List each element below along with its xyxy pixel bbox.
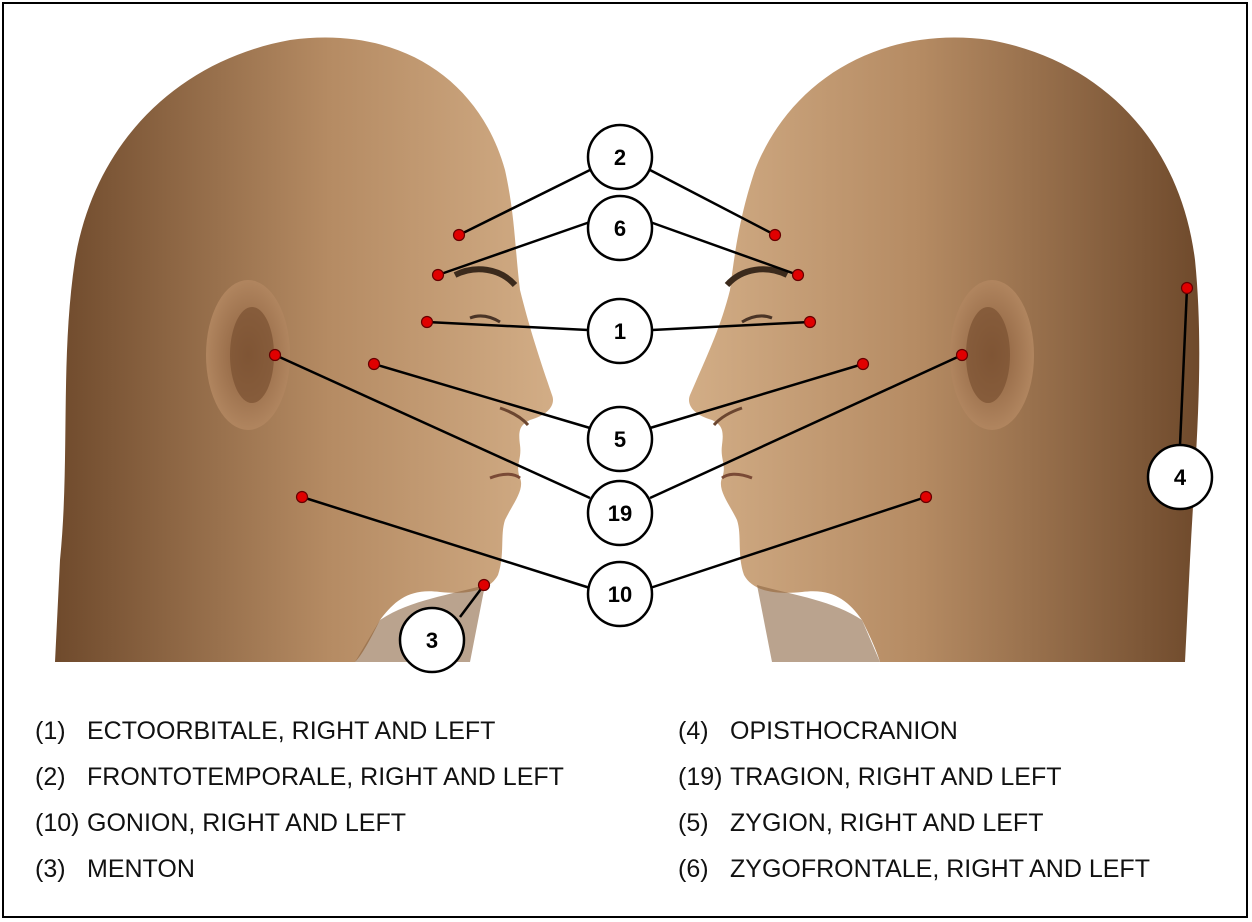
landmark-opisthocranion: [1182, 283, 1193, 294]
legend-text: MENTON: [87, 855, 195, 883]
landmark-frontotemporale-left: [770, 230, 781, 241]
legend-number: (2): [35, 763, 87, 792]
landmark-zygofrontale-left: [793, 270, 804, 281]
legend-number: (5): [678, 809, 730, 838]
legend-text: ZYGOFRONTALE, RIGHT AND LEFT: [730, 855, 1150, 883]
legend-item-opisthocranion: (4)OPISTHOCRANION: [678, 717, 958, 746]
landmark-frontotemporale-right: [454, 230, 465, 241]
legend-item-zygofrontale: (6)ZYGOFRONTALE, RIGHT AND LEFT: [678, 855, 1150, 884]
legend-text: ZYGION, RIGHT AND LEFT: [730, 809, 1043, 837]
landmark-zygion-right: [369, 359, 380, 370]
legend-item-frontotemporale: (2)FRONTOTEMPORALE, RIGHT AND LEFT: [35, 763, 564, 792]
legend-text: ECTOORBITALE, RIGHT AND LEFT: [87, 717, 495, 745]
landmark-gonion-right: [297, 492, 308, 503]
legend-item-gonion: (10)GONION, RIGHT AND LEFT: [35, 809, 406, 838]
callout-label-4: 4: [1174, 465, 1187, 490]
legend-number: (3): [35, 855, 87, 884]
callout-label-10: 10: [608, 582, 632, 607]
legend-text: FRONTOTEMPORALE, RIGHT AND LEFT: [87, 763, 564, 791]
legend-item-menton: (3)MENTON: [35, 855, 195, 884]
landmark-tragion-left: [957, 350, 968, 361]
right-head-image: [689, 38, 1199, 662]
legend-number: (19): [678, 763, 730, 792]
legend-item-ectoorbitale: (1)ECTOORBITALE, RIGHT AND LEFT: [35, 717, 495, 746]
legend-item-zygion: (5)ZYGION, RIGHT AND LEFT: [678, 809, 1043, 838]
legend-text: GONION, RIGHT AND LEFT: [87, 809, 406, 837]
callout-label-3: 3: [426, 628, 438, 653]
landmark-zygofrontale-right: [433, 270, 444, 281]
legend-item-tragion: (19)TRAGION, RIGHT AND LEFT: [678, 763, 1062, 792]
legend-text: OPISTHOCRANION: [730, 717, 958, 745]
legend-number: (6): [678, 855, 730, 884]
landmark-zygion-left: [858, 359, 869, 370]
landmark-gonion-left: [921, 492, 932, 503]
legend-number: (10): [35, 809, 87, 838]
callout-label-5: 5: [614, 427, 626, 452]
landmark-ectoorbitale-left: [805, 317, 816, 328]
legend-number: (1): [35, 717, 87, 746]
legend-text: TRAGION, RIGHT AND LEFT: [730, 763, 1062, 791]
landmark-ectoorbitale-right: [422, 317, 433, 328]
callout-label-19: 19: [608, 501, 632, 526]
left-head-image: [55, 38, 553, 662]
legend-number: (4): [678, 717, 730, 746]
callout-label-2: 2: [614, 145, 626, 170]
callout-label-6: 6: [614, 216, 626, 241]
landmark-menton: [479, 580, 490, 591]
landmark-tragion-right: [270, 350, 281, 361]
callout-label-1: 1: [614, 319, 626, 344]
